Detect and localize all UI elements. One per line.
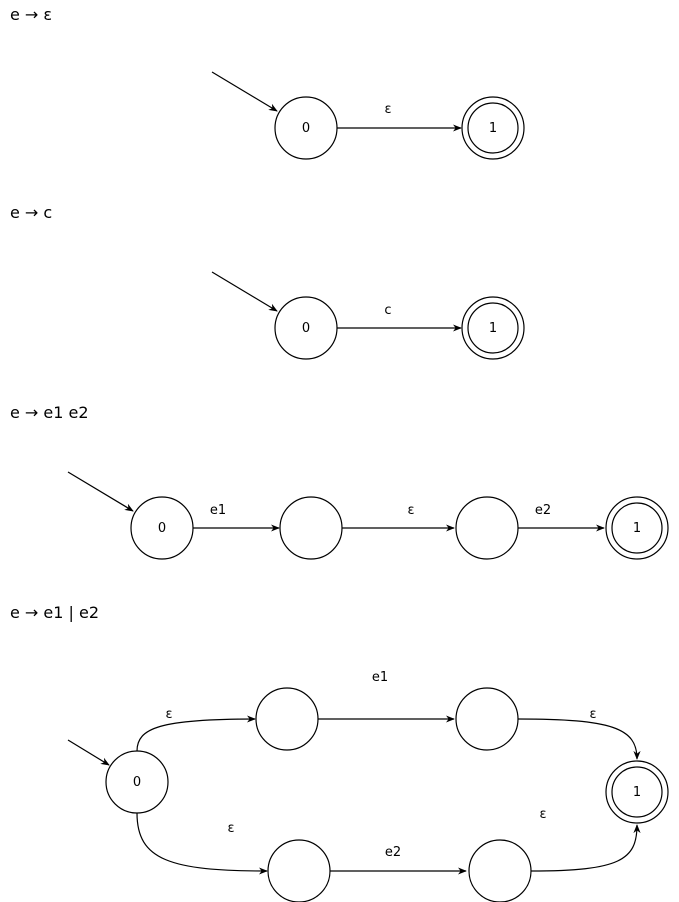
- diagram-char: e → c 0 c 1: [10, 203, 525, 360]
- rule-title: e → c: [10, 203, 52, 222]
- transition-label: ε: [589, 707, 596, 722]
- start-arrow: [67, 739, 110, 766]
- state-node: [255, 687, 319, 751]
- state-label: 1: [633, 785, 641, 800]
- state-node: [468, 839, 532, 902]
- state-label: 0: [302, 321, 310, 336]
- state-label: 1: [633, 521, 641, 536]
- transition-label: e2: [535, 503, 551, 518]
- diagram-epsilon: e → ε 0 ε 1: [10, 5, 525, 160]
- diagram-concatenation: e → e1 e2 0 e1 ε e2 1: [10, 403, 669, 560]
- transition-edge: [517, 718, 641, 760]
- transition-label: ε: [539, 807, 546, 822]
- state-label: 0: [302, 121, 310, 136]
- transition-label: ε: [407, 503, 414, 518]
- start-arrow: [67, 471, 134, 512]
- transition-edge: [136, 715, 256, 752]
- transition-label: e1: [210, 503, 226, 518]
- transition-edge: [530, 824, 641, 872]
- start-arrow: [211, 271, 278, 312]
- transition-label: e2: [385, 845, 401, 860]
- accept-state-inner: [611, 766, 663, 818]
- rule-title: e → ε: [10, 5, 52, 24]
- rule-title: e → e1 | e2: [10, 603, 99, 622]
- transition-label: ε: [227, 821, 234, 836]
- transition-label: c: [384, 303, 391, 318]
- transition-label: e1: [372, 670, 388, 685]
- accept-state-inner: [611, 502, 663, 554]
- state-node: [279, 496, 343, 560]
- state-node: [455, 496, 519, 560]
- rule-title: e → e1 e2: [10, 403, 89, 422]
- state-node: [267, 839, 331, 902]
- state-label: 0: [133, 775, 141, 790]
- transition-label: ε: [384, 102, 391, 117]
- state-label: 1: [489, 321, 497, 336]
- start-arrow: [211, 71, 278, 112]
- transition-label: ε: [165, 707, 172, 722]
- accept-state-inner: [467, 102, 519, 154]
- state-label: 0: [158, 521, 166, 536]
- state-node: [455, 687, 519, 751]
- diagram-alternation: e → e1 | e2 0 ε e1 ε ε e2 ε 1: [10, 603, 669, 902]
- state-label: 1: [489, 121, 497, 136]
- transition-edge: [136, 812, 268, 875]
- accept-state-inner: [467, 302, 519, 354]
